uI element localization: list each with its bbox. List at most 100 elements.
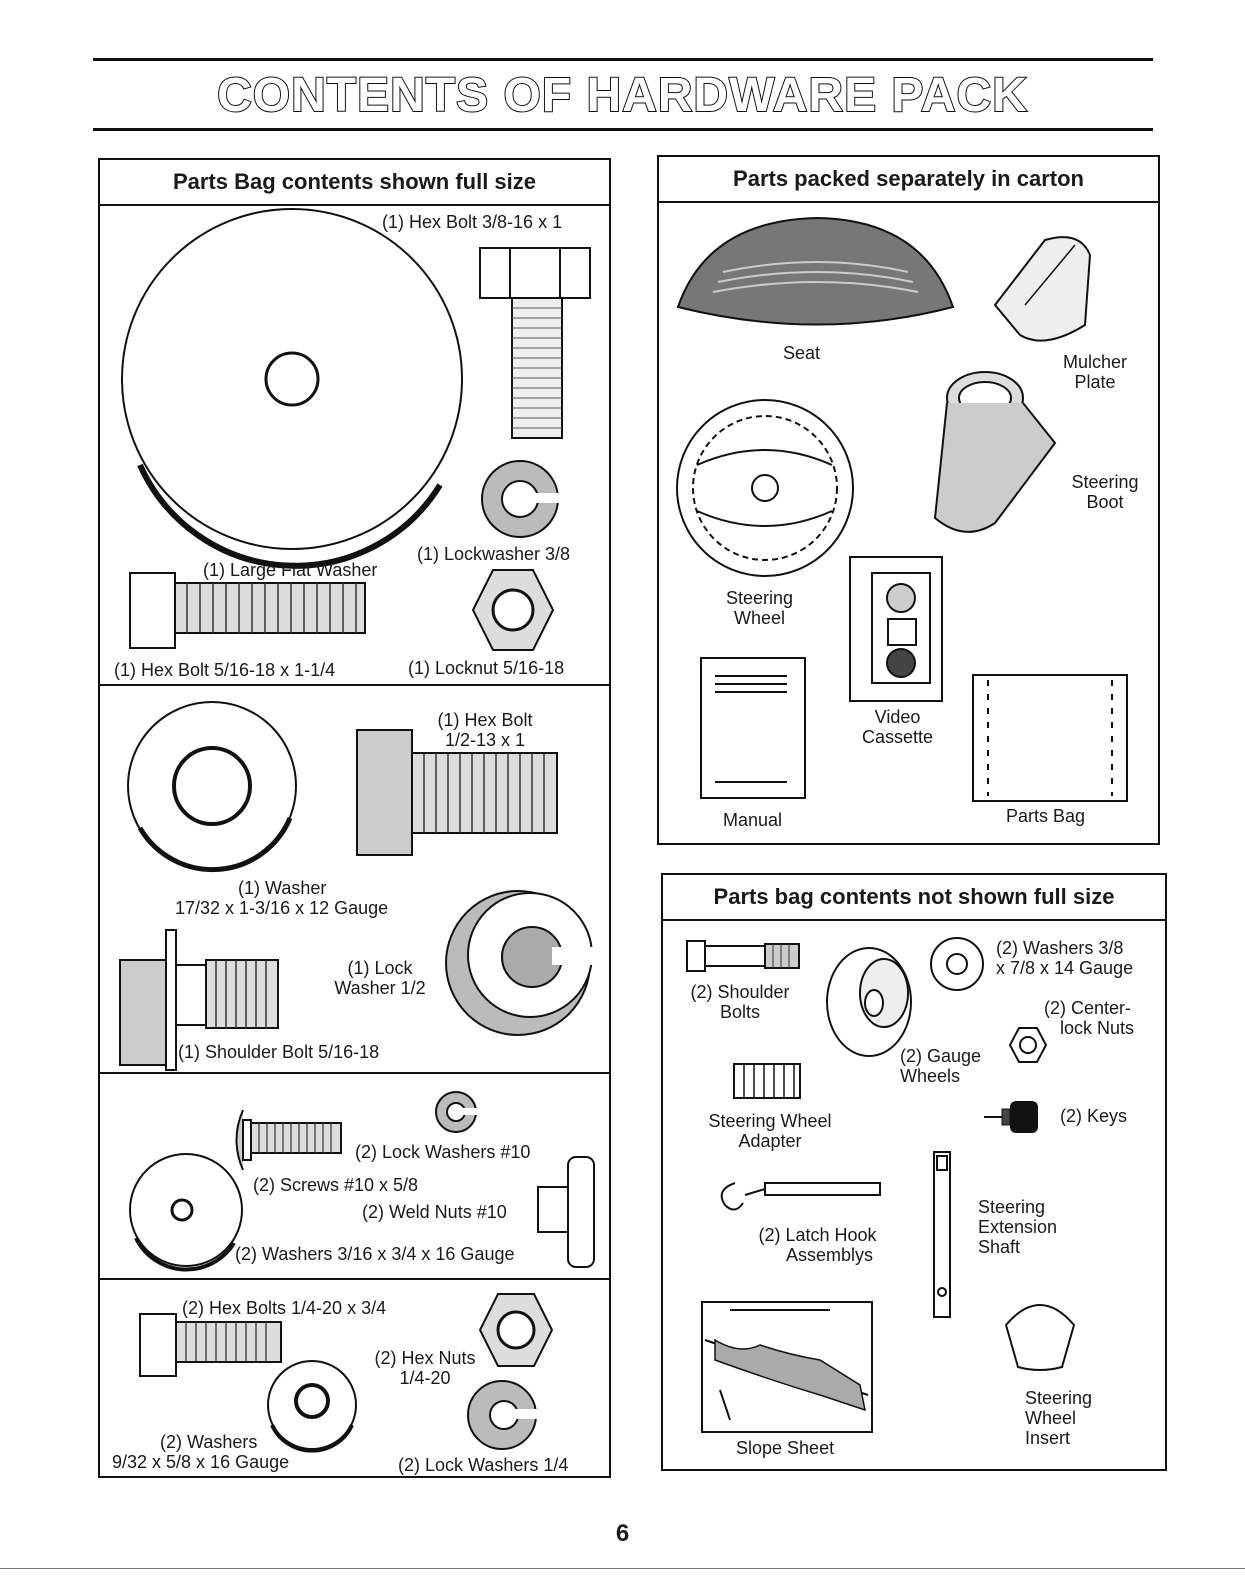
label-boot-1: Steering bbox=[1071, 472, 1139, 492]
large-flat-washer-drawing bbox=[121, 208, 463, 569]
washer-3-16-drawing bbox=[129, 1153, 243, 1272]
label-parts-bag: Parts Bag bbox=[1006, 806, 1086, 826]
label-shoulder-2: Bolts bbox=[719, 1002, 761, 1022]
label-washer-17-32-1: (1) Washer bbox=[238, 878, 327, 898]
centerlock-nut-drawing bbox=[1008, 1027, 1048, 1063]
bottom-rule bbox=[0, 1568, 1245, 1569]
title-rule-bottom bbox=[93, 128, 1153, 131]
steering-extension-shaft-drawing bbox=[933, 1151, 951, 1318]
label-washers-3-8-2: x 7/8 x 14 Gauge bbox=[996, 958, 1134, 978]
label-washer-17-32-2: 17/32 x 1-3/16 x 12 Gauge bbox=[175, 898, 389, 918]
left-panel: Parts Bag contents shown full size bbox=[98, 158, 611, 1478]
video-cassette-drawing bbox=[849, 556, 943, 702]
key-drawing bbox=[984, 1101, 1038, 1133]
label-hex-nuts-1: (2) Hex Nuts bbox=[374, 1348, 476, 1368]
label-screws-10: (2) Screws #10 x 5/8 bbox=[253, 1175, 419, 1195]
section-divider-2 bbox=[100, 1072, 609, 1074]
label-washers-3-8-1: (2) Washers 3/8 bbox=[996, 938, 1124, 958]
label-keys: (2) Keys bbox=[1060, 1106, 1128, 1126]
shoulder-bolt-small-drawing bbox=[686, 940, 800, 972]
locknut-drawing bbox=[471, 569, 555, 651]
label-centerlock-1: (2) Center- bbox=[1044, 998, 1132, 1018]
label-large-flat-washer: (1) Large Flat Washer bbox=[203, 560, 378, 580]
label-gauge-2: Wheels bbox=[900, 1066, 961, 1086]
mulcher-plate-drawing bbox=[993, 236, 1092, 342]
label-mulcher-1: Mulcher bbox=[1062, 352, 1128, 372]
hex-bolt-5-16-drawing bbox=[129, 572, 366, 649]
label-latch-2: Assemblys bbox=[785, 1245, 874, 1265]
label-lock-washers-10: (2) Lock Washers #10 bbox=[355, 1142, 531, 1162]
page-number: 6 bbox=[615, 1520, 630, 1547]
label-insert-3: Insert bbox=[1025, 1428, 1071, 1448]
washer-9-32-drawing bbox=[267, 1360, 357, 1453]
steering-wheel-drawing bbox=[676, 399, 854, 577]
label-weld-nuts: (2) Weld Nuts #10 bbox=[362, 1202, 507, 1222]
label-lock-washer-half-1: (1) Lock bbox=[347, 958, 413, 978]
label-washers-9-32-1: (2) Washers bbox=[160, 1432, 258, 1452]
label-hex-bolt-3-8: (1) Hex Bolt 3/8-16 x 1 bbox=[382, 212, 563, 232]
hex-nut-1-4-drawing bbox=[478, 1293, 554, 1367]
label-hex-bolt-5-16: (1) Hex Bolt 5/16-18 x 1-1/4 bbox=[114, 660, 336, 680]
washer-17-32-drawing bbox=[127, 701, 297, 873]
latch-hook-drawing bbox=[720, 1182, 881, 1211]
section-divider-3 bbox=[100, 1278, 609, 1280]
slope-sheet-drawing bbox=[701, 1301, 873, 1433]
gauge-wheel-drawing bbox=[826, 947, 912, 1057]
label-lock-washer-half-2: Washer 1/2 bbox=[334, 978, 426, 998]
washer-3-8-small-drawing bbox=[930, 937, 984, 991]
label-video-1: Video bbox=[874, 707, 921, 727]
label-shaft-3: Shaft bbox=[978, 1237, 1021, 1257]
label-mulcher-2: Plate bbox=[1074, 372, 1116, 392]
label-latch-1: (2) Latch Hook bbox=[758, 1225, 877, 1245]
steering-wheel-insert-drawing bbox=[1004, 1304, 1076, 1371]
label-washers-3-16: (2) Washers 3/16 x 3/4 x 16 Gauge bbox=[235, 1244, 515, 1264]
page-title: CONTENTS OF HARDWARE PACK bbox=[216, 68, 1028, 123]
screw-10-drawing bbox=[235, 1109, 342, 1171]
shoulder-bolt-drawing bbox=[119, 929, 279, 1071]
label-boot-2: Boot bbox=[1086, 492, 1124, 512]
label-slope-sheet: Slope Sheet bbox=[736, 1438, 835, 1458]
label-wheel-2: Wheel bbox=[733, 608, 786, 628]
right-top-panel: Parts packed separately in carton bbox=[657, 155, 1160, 845]
weld-nut-drawing bbox=[537, 1156, 595, 1268]
label-insert-2: Wheel bbox=[1025, 1408, 1077, 1428]
label-adapter-2: Adapter bbox=[738, 1131, 802, 1151]
lock-washer-half-drawing bbox=[445, 890, 597, 1036]
right-bottom-panel: Parts bag contents not shown full size bbox=[661, 873, 1167, 1471]
label-shoulder-bolt: (1) Shoulder Bolt 5/16-18 bbox=[178, 1042, 380, 1062]
hex-bolt-half-drawing bbox=[356, 729, 558, 856]
label-lockwasher-3-8: (1) Lockwasher 3/8 bbox=[417, 544, 571, 564]
label-adapter-1: Steering Wheel bbox=[708, 1111, 832, 1131]
lockwasher-3-8-drawing bbox=[481, 460, 560, 538]
label-centerlock-2: lock Nuts bbox=[1060, 1018, 1135, 1038]
label-hex-nuts-2: 1/4-20 bbox=[399, 1368, 451, 1388]
lock-washer-1-4-drawing bbox=[467, 1380, 538, 1450]
label-hex-bolts-1-4: (2) Hex Bolts 1/4-20 x 3/4 bbox=[182, 1298, 387, 1318]
steering-wheel-adapter-drawing bbox=[733, 1063, 801, 1099]
parts-bag-drawing bbox=[972, 674, 1128, 802]
label-shaft-2: Extension bbox=[978, 1217, 1058, 1237]
label-hex-bolt-half-1: (1) Hex Bolt bbox=[437, 710, 533, 730]
steering-boot-drawing bbox=[933, 371, 1057, 533]
label-seat: Seat bbox=[783, 343, 821, 363]
label-shoulder-1: (2) Shoulder bbox=[690, 982, 790, 1002]
label-shaft-1: Steering bbox=[978, 1197, 1046, 1217]
title-rule-top bbox=[93, 58, 1153, 61]
label-gauge-1: (2) Gauge bbox=[900, 1046, 982, 1066]
hex-bolt-1-4-drawing bbox=[139, 1313, 282, 1377]
right-bottom-panel-header: Parts bag contents not shown full size bbox=[663, 875, 1165, 921]
seat-drawing bbox=[676, 216, 955, 326]
right-top-panel-header: Parts packed separately in carton bbox=[659, 157, 1158, 203]
label-lock-washers-1-4: (2) Lock Washers 1/4 bbox=[398, 1455, 569, 1475]
label-manual: Manual bbox=[723, 810, 783, 830]
manual-drawing bbox=[700, 657, 806, 799]
label-video-2: Cassette bbox=[861, 727, 934, 747]
section-divider-1 bbox=[100, 684, 609, 686]
label-hex-bolt-half-2: 1/2-13 x 1 bbox=[444, 730, 526, 750]
label-wheel-1: Steering bbox=[725, 588, 794, 608]
left-panel-header: Parts Bag contents shown full size bbox=[100, 160, 609, 206]
label-locknut: (1) Locknut 5/16-18 bbox=[408, 658, 565, 678]
label-washers-9-32-2: 9/32 x 5/8 x 16 Gauge bbox=[112, 1452, 290, 1472]
hex-bolt-3-8-drawing bbox=[479, 247, 591, 439]
lock-washer-10-drawing bbox=[435, 1091, 478, 1133]
